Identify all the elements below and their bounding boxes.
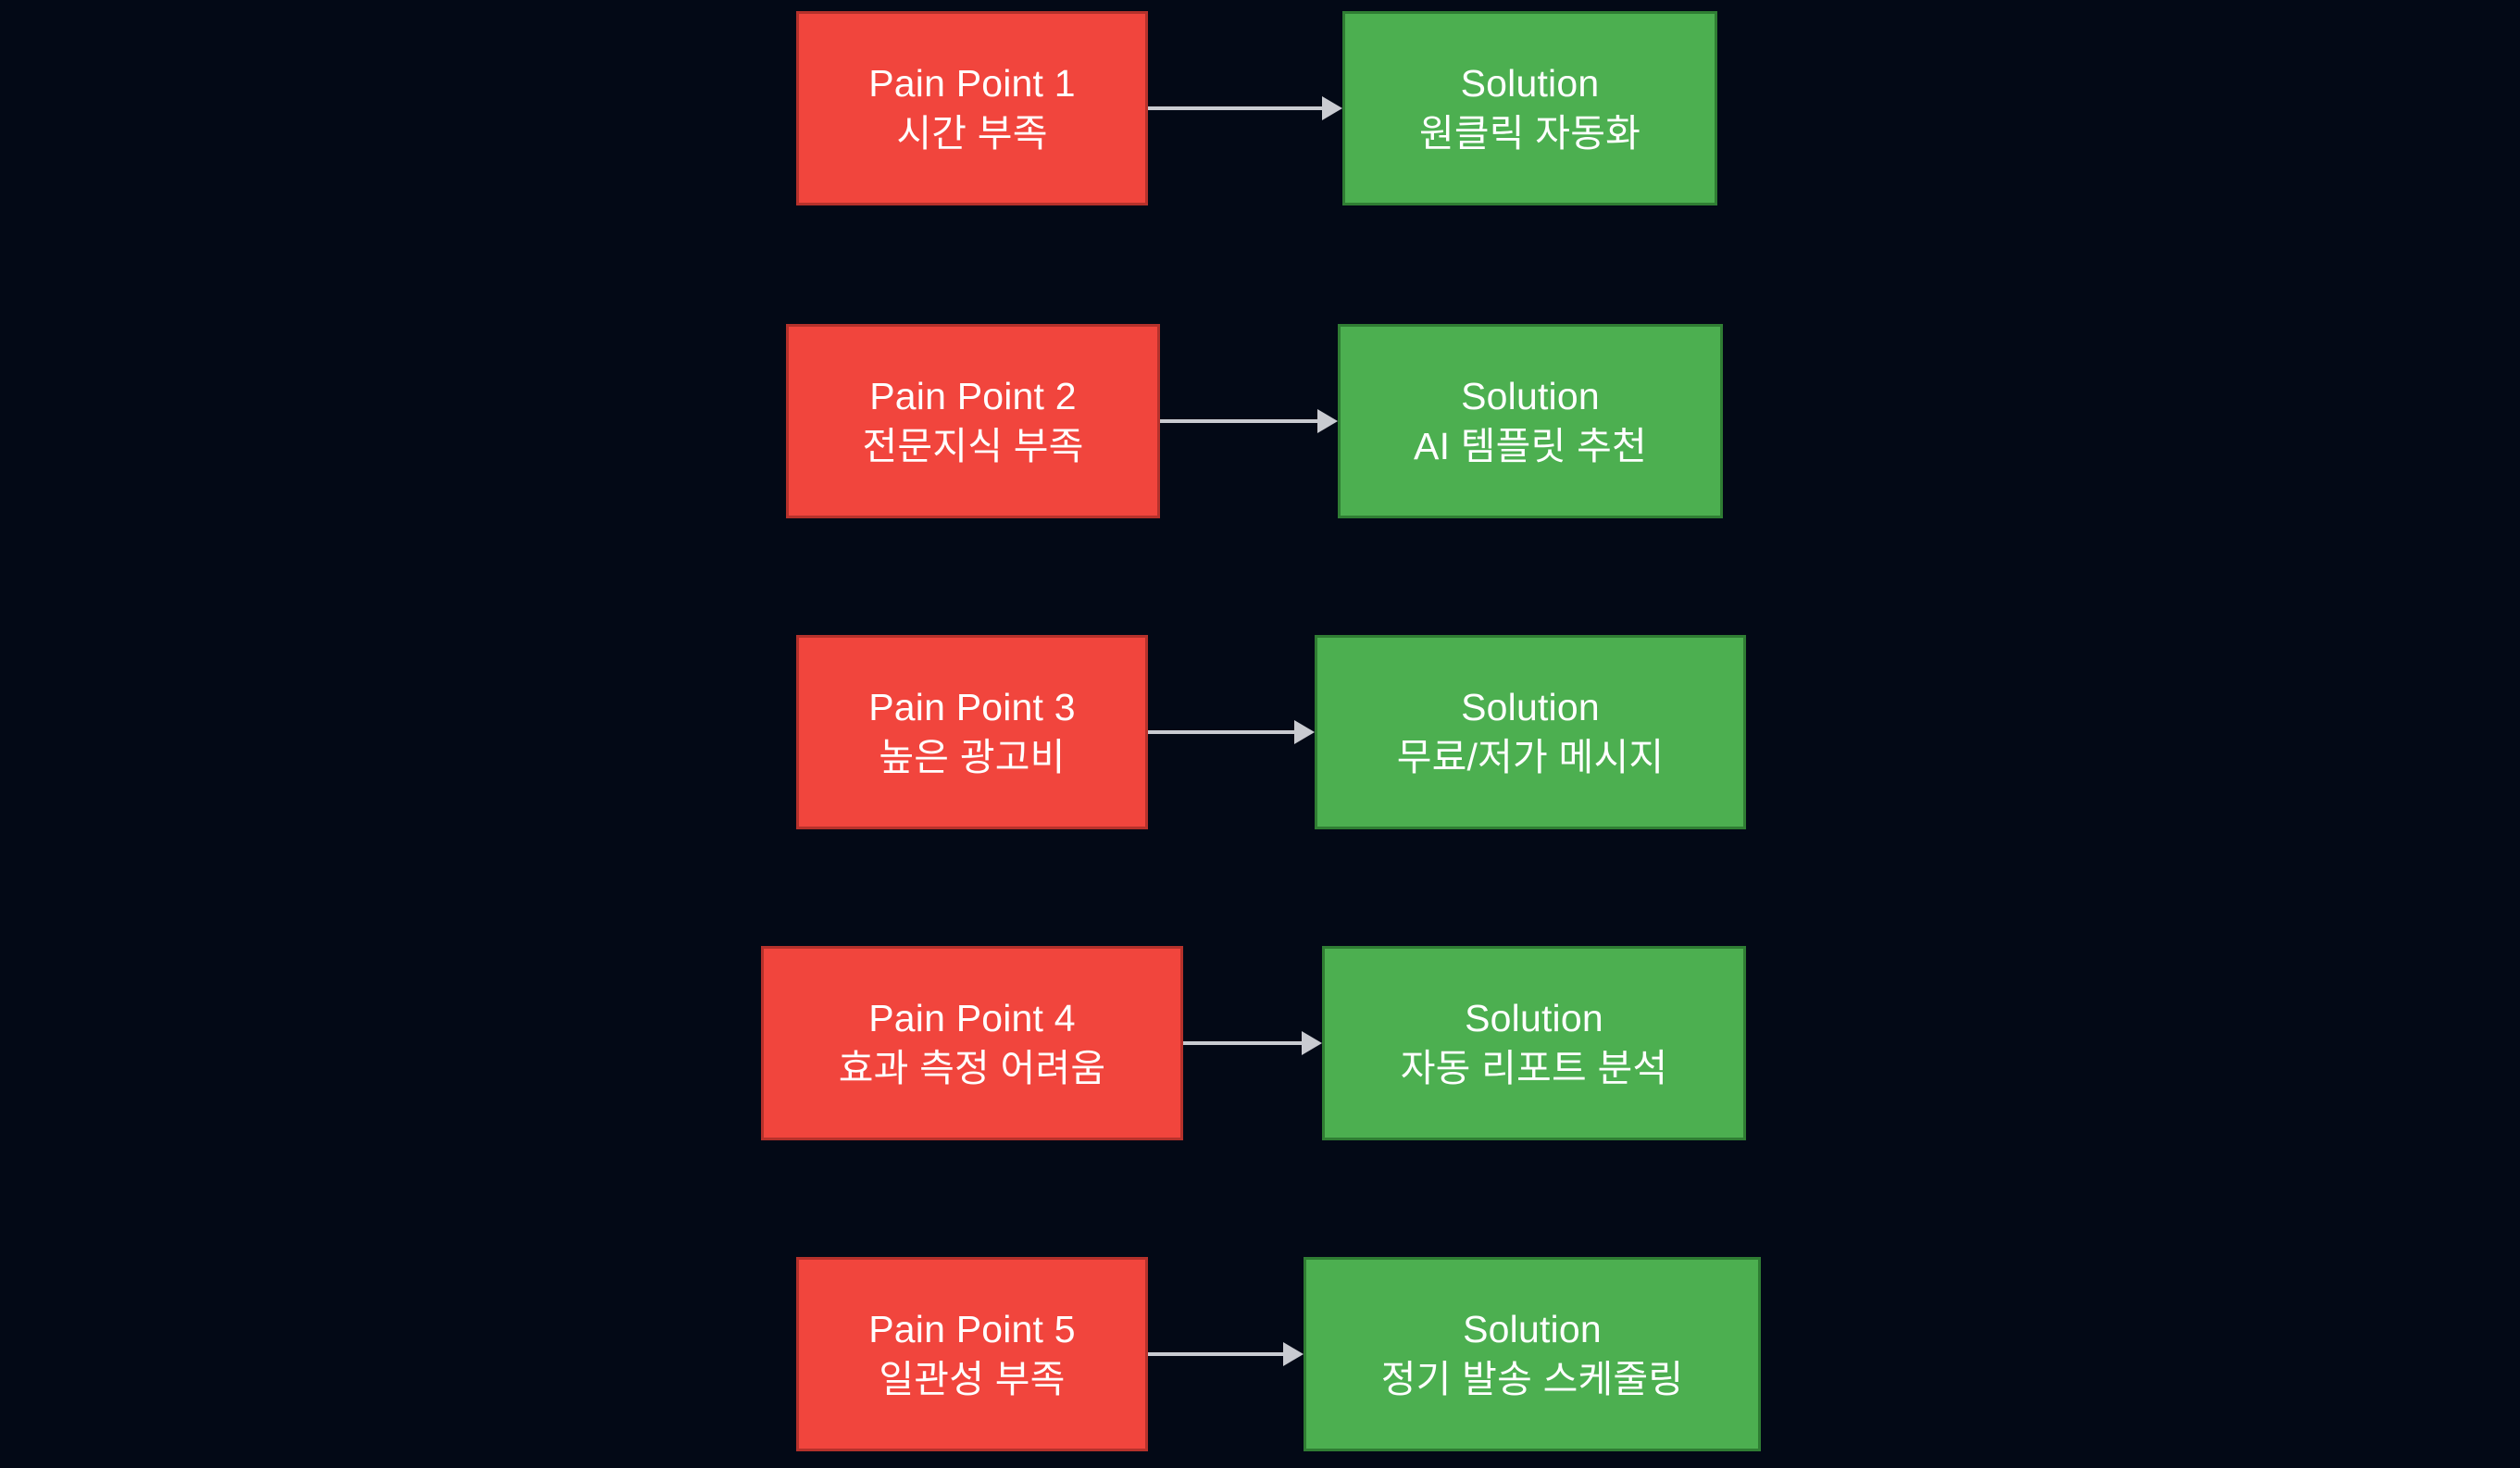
- solution-node-2[interactable]: Solution AI 템플릿 추천: [1338, 324, 1723, 518]
- solution-title: Solution: [1461, 374, 1600, 417]
- arrow-shaft: [1148, 1352, 1283, 1356]
- solution-node-4[interactable]: Solution 자동 리포트 분석: [1322, 946, 1746, 1140]
- arrow-shaft: [1148, 106, 1322, 110]
- pain-point-node-1[interactable]: Pain Point 1 시간 부족: [796, 11, 1148, 205]
- pain-point-detail: 시간 부족: [896, 112, 1048, 155]
- pain-point-title: Pain Point 4: [868, 996, 1076, 1039]
- arrow-connector-4: [1183, 1031, 1322, 1055]
- arrow-connector-5: [1148, 1342, 1304, 1366]
- flow-row-2: Pain Point 2 전문지식 부족 Solution AI 템플릿 추천: [0, 324, 2520, 518]
- pain-point-title: Pain Point 5: [868, 1307, 1076, 1350]
- arrow-connector-3: [1148, 720, 1315, 744]
- pain-point-title: Pain Point 2: [869, 374, 1077, 417]
- arrow-right-icon: [1317, 409, 1338, 433]
- pain-point-detail: 높은 광고비: [879, 736, 1066, 778]
- arrow-connector-1: [1148, 96, 1342, 120]
- pain-point-node-5[interactable]: Pain Point 5 일관성 부족: [796, 1257, 1148, 1451]
- arrow-right-icon: [1283, 1342, 1304, 1366]
- pain-point-detail: 효과 측정 어려움: [838, 1047, 1106, 1089]
- flow-row-1: Pain Point 1 시간 부족 Solution 원클릭 자동화: [0, 11, 2520, 205]
- solution-title: Solution: [1460, 61, 1600, 105]
- solution-detail: 원클릭 자동화: [1418, 112, 1641, 155]
- solution-node-5[interactable]: Solution 정기 발송 스케줄링: [1304, 1257, 1761, 1451]
- pain-point-node-4[interactable]: Pain Point 4 효과 측정 어려움: [761, 946, 1183, 1140]
- solution-title: Solution: [1461, 685, 1600, 728]
- solution-title: Solution: [1465, 996, 1603, 1039]
- pain-point-title: Pain Point 1: [868, 61, 1076, 105]
- pain-point-title: Pain Point 3: [868, 685, 1076, 728]
- arrow-connector-2: [1160, 409, 1338, 433]
- arrow-shaft: [1160, 419, 1317, 423]
- arrow-shaft: [1148, 730, 1294, 734]
- flow-row-4: Pain Point 4 효과 측정 어려움 Solution 자동 리포트 분…: [0, 946, 2520, 1140]
- pain-point-node-3[interactable]: Pain Point 3 높은 광고비: [796, 635, 1148, 829]
- arrow-shaft: [1183, 1041, 1302, 1045]
- solution-detail: 정기 발송 스케줄링: [1380, 1358, 1684, 1400]
- arrow-right-icon: [1294, 720, 1315, 744]
- solution-node-1[interactable]: Solution 원클릭 자동화: [1342, 11, 1717, 205]
- arrow-right-icon: [1302, 1031, 1322, 1055]
- solution-detail: 무료/저가 메시지: [1396, 736, 1665, 778]
- flow-row-5: Pain Point 5 일관성 부족 Solution 정기 발송 스케줄링: [0, 1257, 2520, 1451]
- pain-point-detail: 전문지식 부족: [862, 425, 1084, 467]
- flow-row-3: Pain Point 3 높은 광고비 Solution 무료/저가 메시지: [0, 635, 2520, 829]
- solution-detail: AI 템플릿 추천: [1414, 425, 1647, 467]
- pain-point-detail: 일관성 부족: [879, 1358, 1066, 1400]
- solution-title: Solution: [1463, 1307, 1602, 1350]
- pain-point-node-2[interactable]: Pain Point 2 전문지식 부족: [786, 324, 1160, 518]
- solution-node-3[interactable]: Solution 무료/저가 메시지: [1315, 635, 1746, 829]
- arrow-right-icon: [1322, 96, 1342, 120]
- solution-detail: 자동 리포트 분석: [1400, 1047, 1668, 1089]
